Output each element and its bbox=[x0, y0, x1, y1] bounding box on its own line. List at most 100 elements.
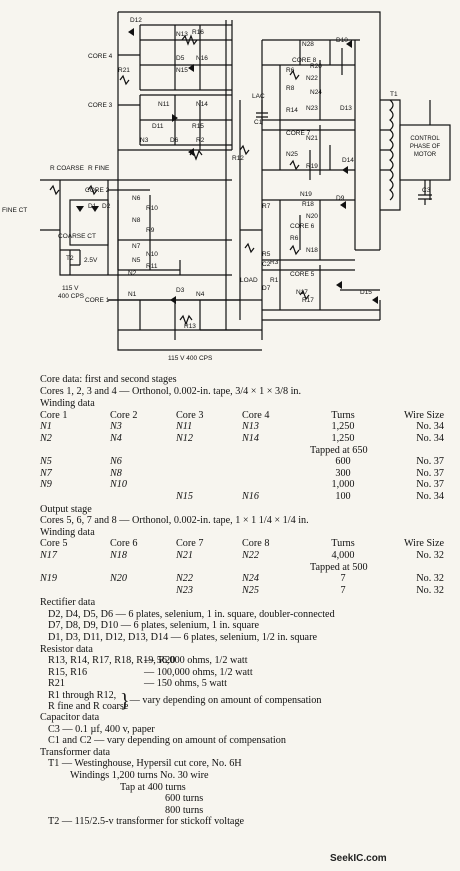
label-r-coarse: R COARSE bbox=[50, 165, 85, 172]
transformer-tap: 600 turns bbox=[165, 793, 204, 805]
output-winding-title: Winding data bbox=[40, 526, 95, 538]
label-core-4: CORE 4 bbox=[88, 53, 113, 60]
core-data-title: Core data: first and second stages bbox=[40, 374, 177, 385]
output-stage-spec: Cores 5, 6, 7 and 8 — Orthonol, 0.002-in… bbox=[40, 515, 309, 527]
resistor-row: R13, R14, R17, R18, R19, R20— 56,000 ohm… bbox=[48, 655, 248, 667]
core-winding-title: Winding data bbox=[40, 398, 95, 410]
part-label: D5 bbox=[176, 55, 185, 62]
data-notes: Core data: first and second stages Cores… bbox=[40, 374, 450, 828]
core-data-spec: Cores 1, 2, 3 and 4 — Orthonol, 0.002-in… bbox=[40, 385, 302, 397]
part-label: N8 bbox=[132, 217, 141, 224]
transformer-windings: Windings 1,200 turns No. 30 wire bbox=[70, 770, 209, 781]
part-label: R1 bbox=[270, 277, 279, 284]
tap-note: Tapped at 500 bbox=[310, 561, 368, 573]
part-label: R14 bbox=[286, 107, 298, 114]
part-label: N7 bbox=[132, 243, 141, 250]
part-label: N22 bbox=[306, 75, 318, 82]
part-label: D6 bbox=[170, 137, 179, 144]
label-load: LOAD bbox=[240, 277, 258, 284]
part-label: N4 bbox=[196, 291, 205, 298]
rectifier-title: Rectifier data bbox=[40, 597, 96, 609]
wire-fine-ct bbox=[40, 179, 108, 276]
label-r-fine: R FINE bbox=[88, 165, 110, 172]
label-core-3: CORE 3 bbox=[88, 102, 113, 109]
label-core-2: CORE 2 bbox=[85, 187, 110, 194]
part-label: N14 bbox=[196, 101, 208, 108]
part-label: C3 bbox=[422, 187, 431, 194]
part-label: N17 bbox=[296, 289, 308, 296]
part-label: N11 bbox=[158, 101, 170, 108]
part-label: D3 bbox=[176, 287, 185, 294]
label-400cps: 400 CPS bbox=[58, 293, 85, 300]
part-label: R6 bbox=[290, 235, 299, 242]
capacitor-line: C1 and C2 — vary depending on amount of … bbox=[48, 735, 286, 747]
label-fine-ct: FINE CT bbox=[2, 207, 27, 214]
part-label: R6 bbox=[286, 67, 295, 74]
part-label: C1 bbox=[254, 119, 263, 126]
part-label: R16 bbox=[192, 29, 204, 36]
part-label: D15 bbox=[360, 289, 372, 296]
label-core-8: CORE 8 bbox=[292, 57, 317, 64]
part-label: R17 bbox=[302, 297, 314, 304]
resistor-vary: R1 through R12,R fine and R coarse } — v… bbox=[48, 690, 322, 713]
part-label: R8 bbox=[286, 85, 295, 92]
control-phase-motor bbox=[399, 124, 451, 181]
t1-winding bbox=[389, 99, 394, 201]
part-label: N1 bbox=[128, 291, 137, 298]
wire-core-1 bbox=[108, 299, 240, 340]
resistor-row: R21— 150 ohms, 5 watt bbox=[48, 678, 227, 690]
resistor-symbols bbox=[49, 34, 310, 326]
part-label: R9 bbox=[146, 227, 155, 234]
watermark: SeekIC.com bbox=[330, 853, 387, 864]
capacitor-title: Capacitor data bbox=[40, 712, 100, 724]
part-label: N5 bbox=[132, 257, 141, 264]
part-label: R3 bbox=[270, 259, 279, 266]
part-label: N10 bbox=[146, 251, 158, 258]
wire-frame bbox=[107, 11, 381, 351]
wire-core-5 bbox=[262, 260, 380, 311]
part-label: N19 bbox=[300, 191, 312, 198]
capacitor-c1 bbox=[256, 100, 268, 125]
part-label: N18 bbox=[306, 247, 318, 254]
label-lac: LAC bbox=[252, 93, 265, 100]
diode-symbols bbox=[76, 28, 378, 304]
label-core-5: CORE 5 bbox=[290, 271, 315, 278]
transformer-t1: T1 — Westinghouse, Hypersil cut core, No… bbox=[48, 758, 242, 770]
part-label: R10 bbox=[146, 205, 158, 212]
part-label: N13 bbox=[176, 31, 188, 38]
part-label: D13 bbox=[340, 105, 352, 112]
part-label: N23 bbox=[306, 105, 318, 112]
wire-core-6 bbox=[240, 199, 355, 261]
part-label: R13 bbox=[184, 323, 196, 330]
part-label: R5 bbox=[262, 251, 271, 258]
part-label: C2 bbox=[262, 261, 271, 268]
label-supply-bottom: 115 V 400 CPS bbox=[168, 355, 213, 362]
part-label: R21 bbox=[118, 67, 130, 74]
capacitor-line: C3 — 0.1 µf, 400 v, paper bbox=[48, 723, 155, 735]
label-t2-volts: 2.5V bbox=[84, 257, 98, 264]
wire-core-2 bbox=[108, 189, 232, 275]
part-label: R7 bbox=[262, 203, 271, 210]
part-label: N24 bbox=[310, 89, 322, 96]
part-label: R19 bbox=[306, 163, 318, 170]
label-t2: T2 bbox=[66, 255, 74, 262]
label-core-7: CORE 7 bbox=[286, 130, 311, 137]
rectifier-line: D1, D3, D11, D12, D13, D14 — 6 plates, s… bbox=[48, 632, 317, 644]
part-label: R2 bbox=[196, 137, 205, 144]
part-label: R18 bbox=[302, 201, 314, 208]
part-label: N15 bbox=[176, 67, 188, 74]
output-stage-title: Output stage bbox=[40, 503, 92, 515]
wire-core-8 bbox=[262, 40, 355, 121]
wire-core-3 bbox=[118, 95, 232, 150]
label-t1: T1 bbox=[390, 91, 398, 98]
part-label: N25 bbox=[286, 151, 298, 158]
